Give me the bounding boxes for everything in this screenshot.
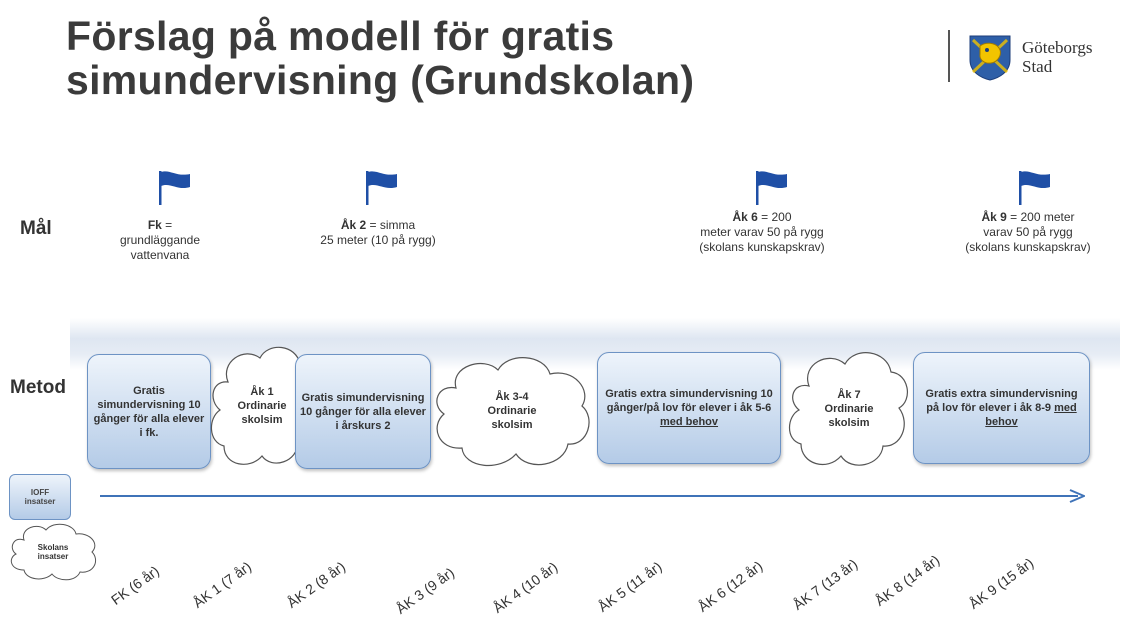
box-text: Gratis simundervisning 10 gånger för all… xyxy=(300,391,426,432)
page-title: Förslag på modell för gratis simundervis… xyxy=(66,14,826,102)
year-label-ak5: ÅK 5 (11 år) xyxy=(595,558,665,615)
cloud-shape xyxy=(10,523,96,581)
method-row-label: Metod xyxy=(10,377,66,398)
goal-body: varav 50 på rygg (skolans kunskapskrav) xyxy=(965,225,1091,254)
ioff-box-ak5-6: Gratis extra simundervisning 10 gånger/p… xyxy=(597,352,781,464)
goal-ak6: Åk 6 = 200 meter varav 50 på rygg (skola… xyxy=(697,210,827,255)
box-emphasis: med behov xyxy=(659,416,719,428)
goal-body: meter varav 50 på rygg (skolans kunskaps… xyxy=(699,225,825,254)
box-text-group: Gratis extra simundervisning 10 gånger/p… xyxy=(602,387,776,429)
legend-box-text: IOFF insatser xyxy=(24,488,56,506)
school-cloud-ak7: Åk 7 Ordinarie skolsim xyxy=(785,344,913,474)
legend-school-cloud: Skolans insatser xyxy=(6,522,100,582)
goal-heading-rest: = 200 meter xyxy=(1006,210,1075,224)
year-label-ak7: ÅK 7 (13 år) xyxy=(790,555,861,613)
ioff-box-ak2: Gratis simundervisning 10 gånger för all… xyxy=(295,354,431,469)
box-text: Gratis extra simundervisning 10 gånger/p… xyxy=(605,388,773,414)
school-cloud-ak1: Åk 1 Ordinarie skolsim xyxy=(206,340,318,472)
goal-heading-rest: = xyxy=(161,218,173,232)
goteborg-lion-crest-icon xyxy=(969,35,1011,81)
box-text: Gratis extra simundervisning på lov för … xyxy=(925,388,1078,414)
school-cloud-ak3-4: Åk 3-4 Ordinarie skolsim xyxy=(428,348,596,474)
box-text-group: Gratis extra simundervisning på lov för … xyxy=(918,387,1085,429)
year-label-ak2: ÅK 2 (8 år) xyxy=(284,558,349,611)
title-line-1: Förslag på modell för gratis xyxy=(66,13,615,59)
goal-ak2: Åk 2 = simma 25 meter (10 på rygg) xyxy=(318,218,438,248)
title-line-2: simundervisning (Grundskolan) xyxy=(66,57,695,103)
legend-cloud-text: Skolans insatser xyxy=(37,543,69,561)
goal-heading: Fk xyxy=(147,218,162,232)
cloud-text: Åk 7 Ordinarie skolsim xyxy=(824,389,874,429)
cloud-text: Åk 1 Ordinarie skolsim xyxy=(237,386,287,426)
goal-row-label: Mål xyxy=(20,218,52,239)
logo-name-line-1: Göteborgs xyxy=(1022,38,1093,57)
goal-heading: Åk 2 xyxy=(340,218,367,232)
year-label-ak4: ÅK 4 (10 år) xyxy=(490,558,561,616)
logo-name-line-2: Stad xyxy=(1022,57,1053,76)
timeline-arrow xyxy=(100,489,1085,503)
year-label-ak1: ÅK 1 (7 år) xyxy=(190,558,255,611)
flag-icon xyxy=(1019,171,1050,205)
goal-fk: Fk = grundläggande vattenvana xyxy=(100,218,220,263)
flag-icon xyxy=(366,171,397,205)
logo-divider xyxy=(948,30,950,82)
box-emphasis: med behov xyxy=(985,402,1077,428)
goal-ak9: Åk 9 = 200 meter varav 50 på rygg (skola… xyxy=(963,210,1093,255)
goal-heading: Åk 9 xyxy=(981,210,1007,224)
flag-icon xyxy=(159,171,190,205)
year-label-ak8: ÅK 8 (14 år) xyxy=(872,551,943,609)
goal-heading: Åk 6 xyxy=(732,210,758,224)
goal-heading-rest: = 200 xyxy=(757,210,792,224)
ioff-box-ak8-9: Gratis extra simundervisning på lov för … xyxy=(913,352,1090,464)
logo-text: Göteborgs Stad xyxy=(1022,38,1093,76)
cloud-shape xyxy=(788,352,908,466)
ioff-box-fk: Gratis simundervisning 10 gånger för all… xyxy=(87,354,211,469)
year-label-ak3: ÅK 3 (9 år) xyxy=(393,564,458,617)
goal-heading-rest: = simma xyxy=(366,218,416,232)
flag-icon xyxy=(756,171,787,205)
year-label-ak6: ÅK 6 (12 år) xyxy=(695,557,766,615)
goal-body: grundläggande vattenvana xyxy=(119,233,201,262)
year-label-fk: FK (6 år) xyxy=(108,562,163,608)
goal-body: 25 meter (10 på rygg) xyxy=(320,233,436,247)
box-text: Gratis simundervisning 10 gånger för all… xyxy=(93,384,205,439)
year-label-ak9: ÅK 9 (15 år) xyxy=(966,554,1037,612)
legend-ioff-box: IOFF insatser xyxy=(9,474,71,520)
cloud-text: Åk 3-4 Ordinarie skolsim xyxy=(487,391,537,431)
cloud-shape xyxy=(436,357,590,467)
